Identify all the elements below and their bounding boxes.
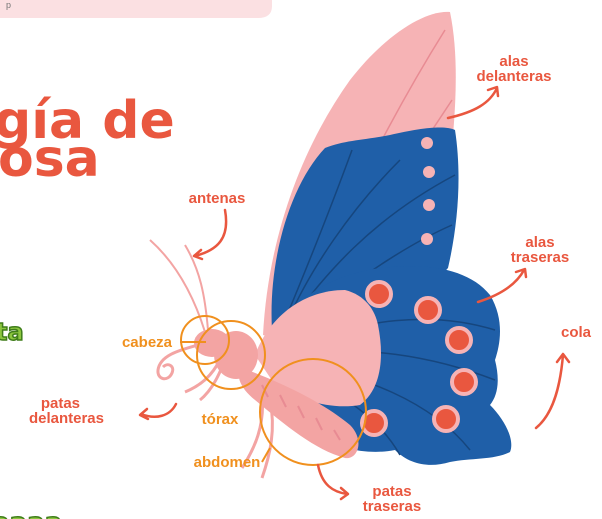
hindwing-spot xyxy=(416,298,440,322)
label-alas-traseras-2: traseras xyxy=(511,249,569,266)
forewing-spot xyxy=(421,137,433,149)
title-line-2: osa xyxy=(0,129,100,189)
label-patas-delanteras-2: delanteras xyxy=(29,410,104,427)
top-banner xyxy=(0,0,272,18)
side-text-top: ta xyxy=(0,318,24,346)
hindwing-spot xyxy=(447,328,471,352)
hindwing-spot xyxy=(434,407,458,431)
label-cabeza: cabeza xyxy=(122,334,173,351)
label-abdomen: abdomen xyxy=(194,454,261,471)
patas-traseras-arrow xyxy=(318,465,348,499)
forewing-spot xyxy=(421,233,433,245)
antenas-arrow xyxy=(194,210,226,259)
patas-delanteras-arrow xyxy=(140,404,176,419)
forewing-spot xyxy=(423,166,435,178)
label-patas-traseras-2: traseras xyxy=(363,498,421,515)
label-torax: tórax xyxy=(202,411,239,428)
hindwing-spot xyxy=(367,282,391,306)
label-cola: cola xyxy=(561,324,592,341)
label-alas-delanteras-2: delanteras xyxy=(476,68,551,85)
top-banner-text: p xyxy=(6,0,11,10)
side-text-bottom: aaaa xyxy=(0,508,62,519)
forewing-spot xyxy=(423,199,435,211)
cola-arrow xyxy=(536,354,569,428)
label-antenas: antenas xyxy=(189,190,246,207)
hindwing-spot xyxy=(452,370,476,394)
